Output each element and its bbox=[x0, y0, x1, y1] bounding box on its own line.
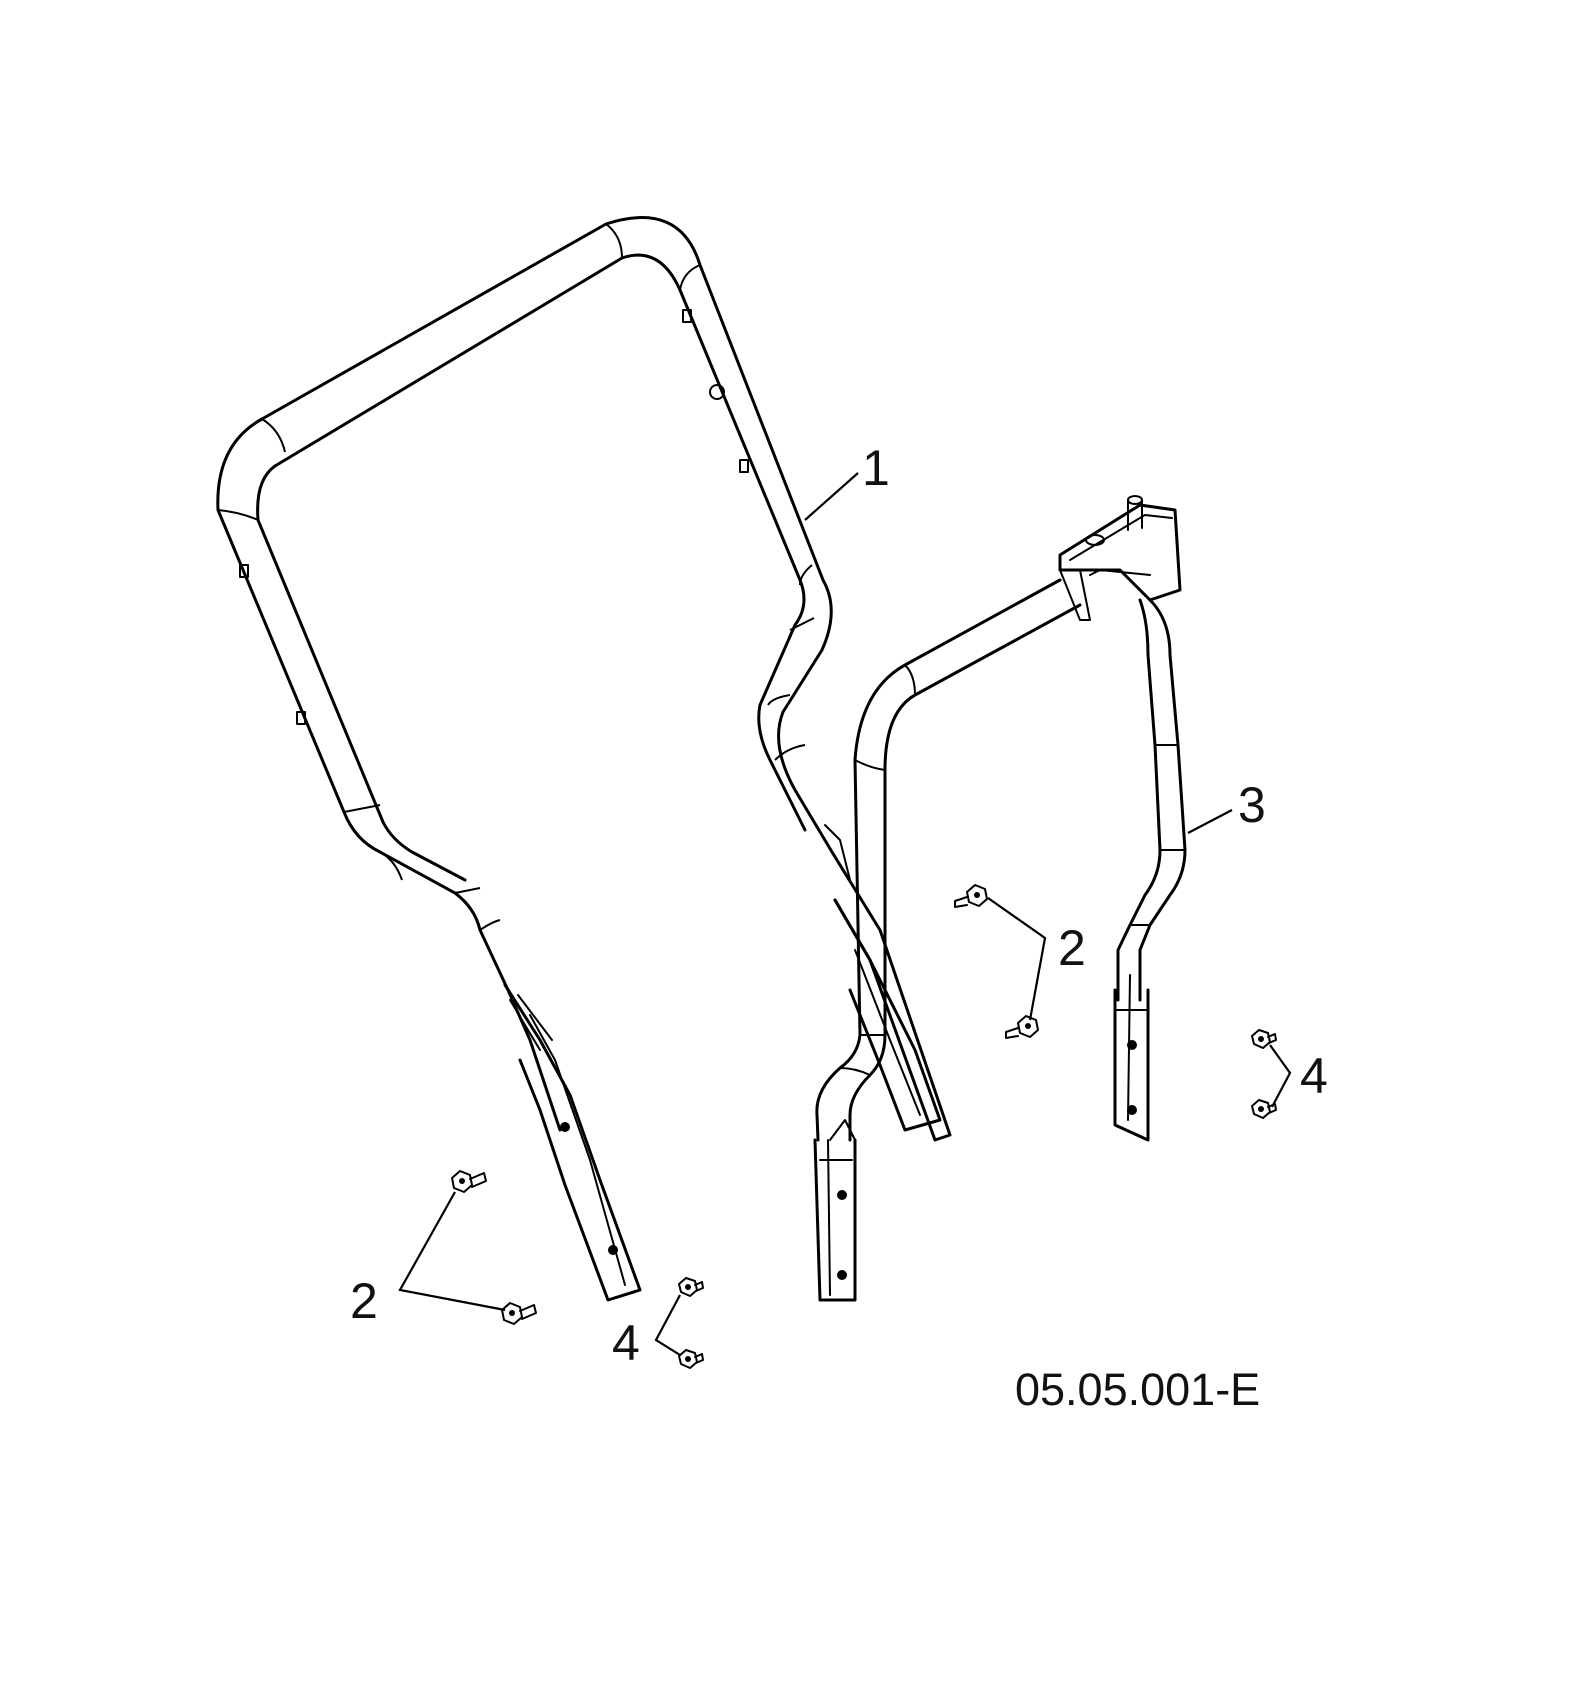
callout-part-3: 3 bbox=[1238, 777, 1266, 833]
nut-icon bbox=[678, 1349, 704, 1369]
upper-handle-frame bbox=[216, 216, 952, 1302]
leader-line-4-left bbox=[654, 1294, 681, 1356]
bolt-icon bbox=[954, 884, 988, 908]
leader-line-4-right bbox=[1269, 1044, 1292, 1108]
lower-handle-frame bbox=[813, 495, 1187, 1302]
reference-code: 05.05.001-E bbox=[1015, 1364, 1260, 1415]
callout-part-4-right: 4 bbox=[1300, 1048, 1328, 1104]
leader-line-3 bbox=[1187, 809, 1233, 834]
nut-icon bbox=[1251, 1029, 1277, 1049]
callout-part-2-left: 2 bbox=[350, 1273, 378, 1329]
leader-line-2-left bbox=[398, 1191, 506, 1312]
nut-icon bbox=[678, 1277, 704, 1297]
bolt-icon bbox=[1005, 1015, 1039, 1039]
leader-line-2-right bbox=[987, 897, 1047, 1021]
nut-icon bbox=[1251, 1099, 1277, 1119]
callout-part-2-right: 2 bbox=[1058, 920, 1086, 976]
bolt-icon bbox=[501, 1302, 537, 1325]
callout-part-1: 1 bbox=[862, 440, 890, 496]
bolt-icon bbox=[451, 1170, 487, 1193]
callout-part-4-left: 4 bbox=[612, 1315, 640, 1371]
leader-line-1 bbox=[804, 472, 859, 521]
